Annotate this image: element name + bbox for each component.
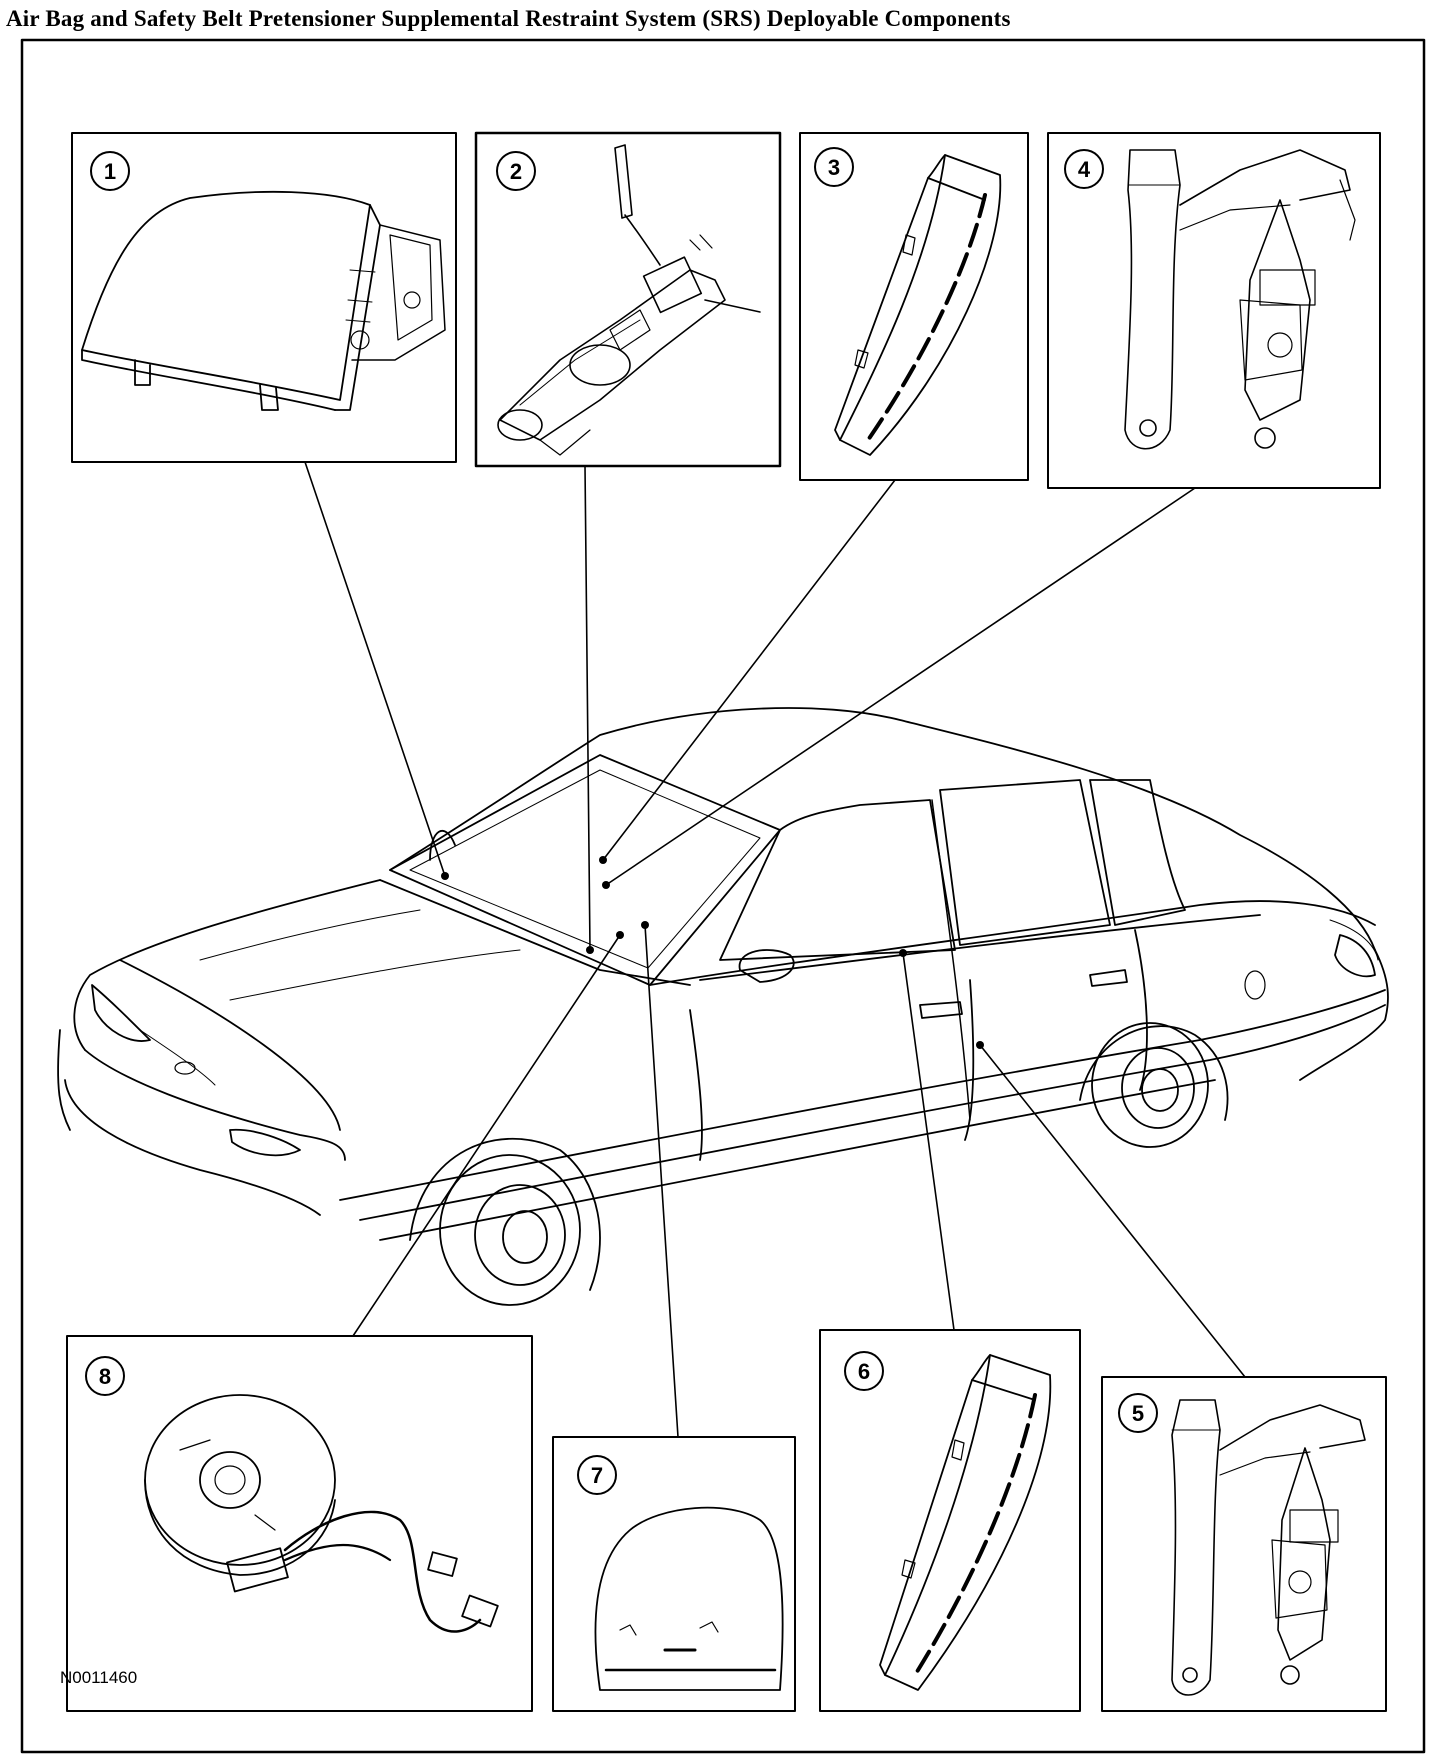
leader-line-7 xyxy=(644,924,679,1438)
component-panel-8: 8 xyxy=(66,1335,533,1712)
steering-column-drawing xyxy=(497,144,761,456)
leader-dot-5 xyxy=(976,1041,984,1049)
component-panel-2: 2 xyxy=(474,131,782,468)
component-panel-4: 4 xyxy=(1047,132,1381,489)
leader-endpoints xyxy=(441,856,984,1049)
leader-dot-8 xyxy=(616,931,624,939)
callout-label-3: 3 xyxy=(828,155,840,180)
callout-circle-4 xyxy=(1064,149,1104,189)
component-panel-6: 6 xyxy=(819,1329,1081,1712)
rear-side-airbag-drawing xyxy=(879,1354,1052,1691)
callout-circle-8 xyxy=(85,1356,125,1396)
callout-circle-1 xyxy=(90,151,130,191)
leader-dot-4 xyxy=(602,881,610,889)
callout-circle-7 xyxy=(577,1455,617,1495)
passenger-airbag-module-drawing xyxy=(81,190,446,411)
leader-line-3 xyxy=(602,479,896,861)
vehicle-drawing xyxy=(57,707,1389,1306)
leader-dot-7 xyxy=(641,921,649,929)
leader-dot-6 xyxy=(899,949,907,957)
leader-dot-3 xyxy=(599,856,607,864)
leader-line-1 xyxy=(304,461,446,877)
front-side-airbag-drawing xyxy=(834,154,1002,456)
callout-label-1: 1 xyxy=(104,159,116,184)
callout-label-6: 6 xyxy=(858,1359,870,1384)
callout-circle-3 xyxy=(814,147,854,187)
figure-id: N0011460 xyxy=(60,1668,138,1687)
driver-airbag-module-drawing xyxy=(594,1506,784,1691)
leader-line-6 xyxy=(902,952,955,1331)
diagram-border xyxy=(20,38,1426,1754)
callout-label-5: 5 xyxy=(1132,1401,1144,1426)
callout-label-4: 4 xyxy=(1078,157,1091,182)
callout-circle-6 xyxy=(844,1351,884,1391)
rear-belt-pretensioner-drawing xyxy=(1171,1399,1366,1696)
clockspring-drawing xyxy=(144,1394,499,1633)
diagram-title: Air Bag and Safety Belt Pretensioner Sup… xyxy=(6,6,1011,31)
callout-circle-5 xyxy=(1118,1393,1158,1433)
leader-dot-2 xyxy=(586,946,594,954)
leader-line-2 xyxy=(584,465,591,951)
component-panel-5: 5 xyxy=(1101,1376,1387,1712)
leader-line-4 xyxy=(605,487,1196,886)
leader-dot-1 xyxy=(441,872,449,880)
leader-line-8 xyxy=(352,934,621,1337)
component-panel-7: 7 xyxy=(552,1436,796,1712)
front-belt-pretensioner-drawing xyxy=(1124,149,1356,450)
callout-circle-2 xyxy=(496,151,536,191)
callout-label-8: 8 xyxy=(99,1364,111,1389)
leader-lines xyxy=(304,461,1246,1438)
leader-line-5 xyxy=(979,1044,1246,1378)
component-panel-3: 3 xyxy=(799,132,1029,481)
callout-label-7: 7 xyxy=(591,1463,603,1488)
callout-label-2: 2 xyxy=(510,159,522,184)
component-panel-1: 1 xyxy=(71,132,457,463)
